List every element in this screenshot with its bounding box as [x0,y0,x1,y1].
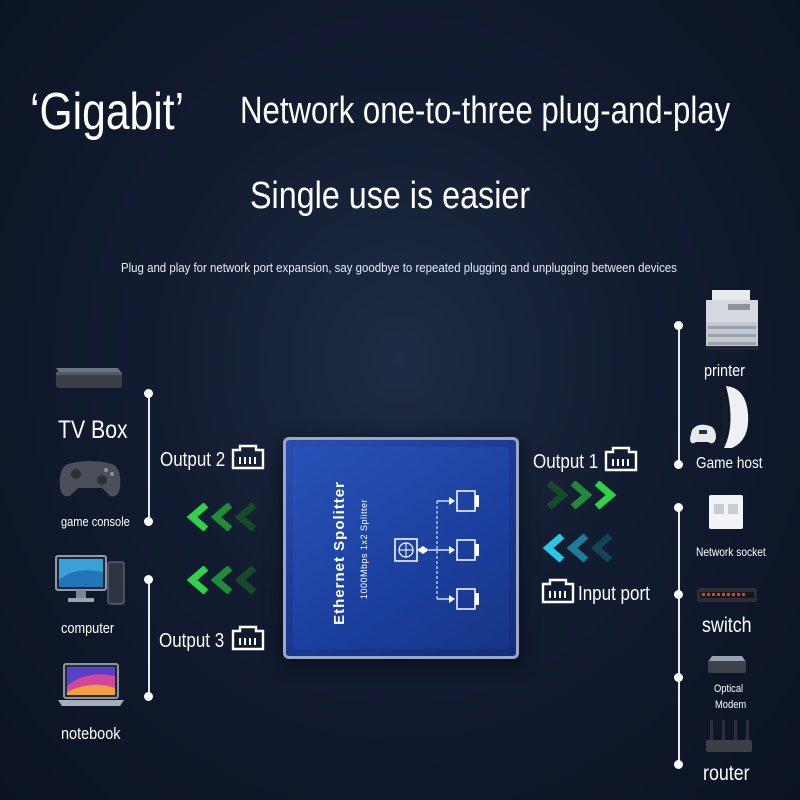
chevrons-left-icon [186,503,257,531]
connector-dot [674,503,683,512]
tv-box-icon [56,368,122,388]
chevrons-left-icon [186,566,257,594]
game-console-label: game console [61,514,130,529]
ethernet-splitter-device: Ethernet Spolitter 1000Mbps 1x2 Splitter [283,437,519,659]
notebook-icon [58,663,124,706]
computer-label: computer [61,620,115,637]
ethernet-port-icon [231,444,265,470]
connector-dot [144,517,153,526]
connector-dot [144,389,153,398]
connector-dot [674,321,683,330]
splitter-diagram-icon [394,490,479,610]
headline-main: Network one-to-three plug-and-play [240,90,731,132]
connector-dot [674,673,683,682]
game-host-icon [690,386,749,448]
computer-icon [55,555,125,605]
game-host-label: Game host [696,455,763,472]
printer-label: printer [704,361,745,380]
ethernet-port-icon [231,625,265,651]
ethernet-port-icon [541,578,575,604]
connector-dot [144,575,153,584]
optical-modem-label-line1: Optical [714,683,744,695]
ethernet-port-icon [604,446,638,472]
splitter-spec: 1000Mbps 1x2 Splitter [359,499,369,600]
switch-label: switch [702,614,752,637]
network-socket-icon [709,495,743,529]
optical-modem-label-line2: Modem [715,699,747,711]
splitter-name: Ethernet Spolitter [331,481,348,625]
right-connector-line-bottom [678,507,680,765]
headline-gigabit: ‘Gigabit’ [30,83,185,141]
network-socket-label: Network socket [696,545,766,559]
switch-icon [697,588,757,602]
connector-dot [674,760,683,769]
router-icon [706,720,752,752]
tv-box-label: TV Box [58,416,128,444]
output-1-label: Output 1 [533,451,599,473]
router-label: router [703,762,750,785]
connector-dot [144,692,153,701]
connector-dot [674,590,683,599]
optical-modem-icon [708,656,746,673]
chevrons-right-icon [546,481,617,509]
right-connector-line-top [678,325,680,465]
chevrons-left-icon [542,534,613,562]
description: Plug and play for network port expansion… [121,260,677,275]
splitter-face: Ethernet Spolitter 1000Mbps 1x2 Splitter [293,447,509,649]
printer-icon [706,290,758,350]
output-2-label: Output 2 [160,449,226,471]
left-connector-line-bottom [148,579,150,697]
input-port-label: Input port [578,583,650,605]
connector-dot [674,460,683,469]
output-3-label: Output 3 [159,630,225,652]
left-connector-line-top [148,393,150,521]
headline-sub: Single use is easier [250,175,531,217]
notebook-label: notebook [61,724,121,743]
gamepad-icon [59,461,121,497]
